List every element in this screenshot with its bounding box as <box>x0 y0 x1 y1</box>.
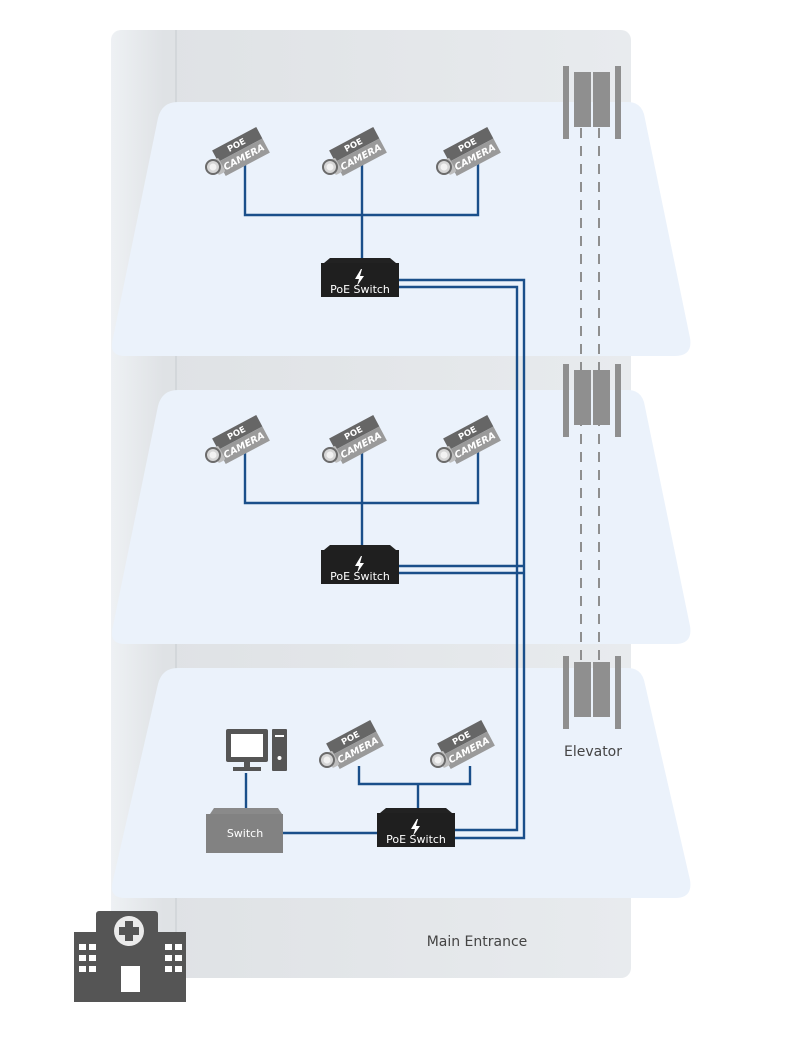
hospital-icon <box>74 911 186 1002</box>
poe-switch-floor-2: PoE Switch <box>321 545 399 584</box>
elevator-label: Elevator <box>564 744 622 760</box>
main-entrance-label: Main Entrance <box>427 934 528 950</box>
svg-text:PoE Switch: PoE Switch <box>330 570 390 583</box>
svg-text:PoE Switch: PoE Switch <box>386 833 446 846</box>
floor-plate-3 <box>111 102 691 356</box>
desktop-computer-icon <box>226 729 287 771</box>
cables <box>243 160 526 840</box>
poe-switch-floor-1: PoE Switch <box>377 808 455 847</box>
floor-plate-2 <box>111 390 691 644</box>
svg-text:PoE Switch: PoE Switch <box>330 283 390 296</box>
core-switch: Switch <box>206 808 283 853</box>
elevator-shaft <box>580 128 600 690</box>
svg-text:Switch: Switch <box>227 827 263 840</box>
poe-switch-floor-3: PoE Switch <box>321 258 399 297</box>
